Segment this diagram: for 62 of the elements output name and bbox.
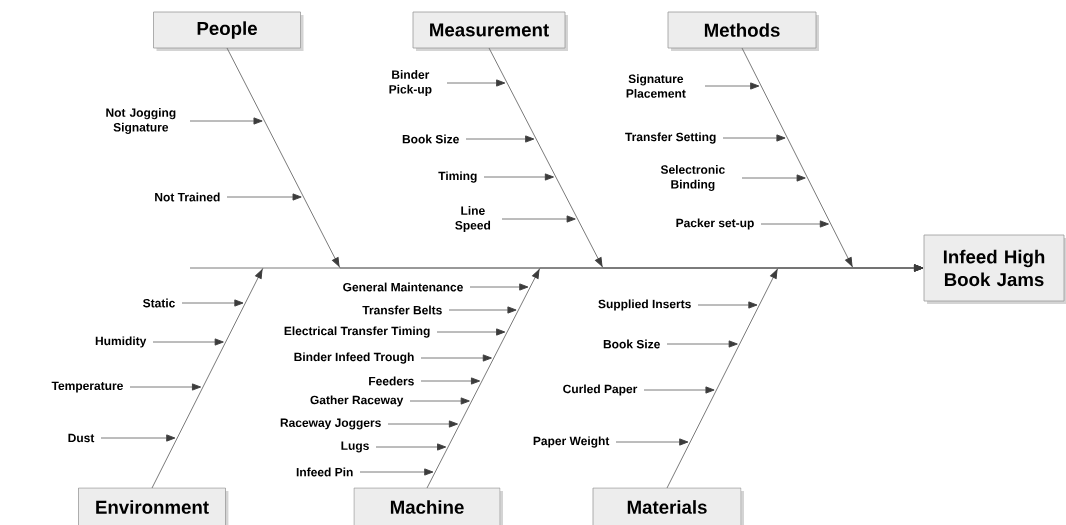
- arrow: [387, 420, 458, 428]
- cause-label: Packer set-up: [676, 218, 754, 230]
- arrow: [359, 468, 434, 476]
- arrow: [420, 377, 481, 385]
- arrow: [189, 117, 263, 125]
- cause-label: Book Size: [603, 339, 660, 349]
- cause-label: Supplied Inserts: [598, 299, 691, 311]
- arrow: [501, 215, 576, 223]
- cause-label: Transfer Belts: [362, 305, 442, 315]
- cause-label: Humidity: [95, 336, 147, 348]
- arrow: [375, 443, 447, 451]
- category-box: Materials: [592, 487, 744, 525]
- category-box: Methods: [667, 11, 819, 51]
- arrow: [697, 301, 758, 309]
- cause-label: Not Jogging Signature: [106, 108, 176, 134]
- arrow: [760, 220, 829, 228]
- cause-label: Curled Paper: [563, 384, 638, 396]
- cause-label: Temperature: [51, 381, 123, 393]
- cause-label: Not Trained: [155, 192, 220, 202]
- cause-label: Dust: [68, 433, 95, 443]
- cause-label: Lugs: [341, 441, 369, 453]
- arrow: [446, 79, 506, 87]
- cause-label: Binder Pick-up: [389, 70, 432, 96]
- arrow: [409, 397, 470, 405]
- arrow: [643, 386, 715, 394]
- arrow: [129, 383, 202, 391]
- arrow: [483, 173, 554, 181]
- cause-label: Book Size: [402, 134, 459, 144]
- arrow: [722, 134, 786, 142]
- arrow: [469, 283, 529, 291]
- arrow: [181, 299, 244, 307]
- arrow: [666, 340, 738, 348]
- cause-label: Selectronic Binding: [660, 165, 725, 191]
- arrow: [152, 338, 224, 346]
- arrow: [436, 328, 506, 336]
- arrow: [704, 82, 760, 90]
- arrow: [226, 193, 302, 201]
- cause-label: Feeders: [369, 376, 414, 386]
- category-box: Machine: [353, 487, 503, 525]
- category-box: People: [153, 11, 304, 51]
- cause-label: Electrical Transfer Timing: [284, 326, 430, 338]
- cause-label: Line Speed: [455, 206, 491, 232]
- arrow: [420, 354, 492, 362]
- effect-box: Infeed High Book Jams: [923, 234, 1066, 304]
- cause-label: Transfer Setting: [625, 132, 716, 144]
- cause-label: Signature Placement: [626, 74, 686, 98]
- category-box: Measurement: [412, 11, 568, 51]
- arrow: [615, 438, 689, 446]
- cause-label: Binder Infeed Trough: [294, 352, 414, 364]
- arrow: [666, 264, 924, 489]
- category-box: Environment: [78, 487, 229, 525]
- arrow: [448, 306, 517, 314]
- cause-label: Infeed Pin: [296, 467, 353, 477]
- cause-label: Static: [143, 298, 175, 308]
- cause-label: Gather Raceway: [310, 395, 404, 407]
- arrow: [465, 135, 535, 143]
- arrow: [741, 174, 806, 182]
- cause-label: Raceway Joggers: [280, 418, 381, 430]
- cause-label: Timing: [438, 171, 477, 183]
- arrow: [100, 434, 176, 442]
- cause-label: General Maintenance: [343, 282, 463, 292]
- cause-label: Paper Weight: [533, 436, 610, 448]
